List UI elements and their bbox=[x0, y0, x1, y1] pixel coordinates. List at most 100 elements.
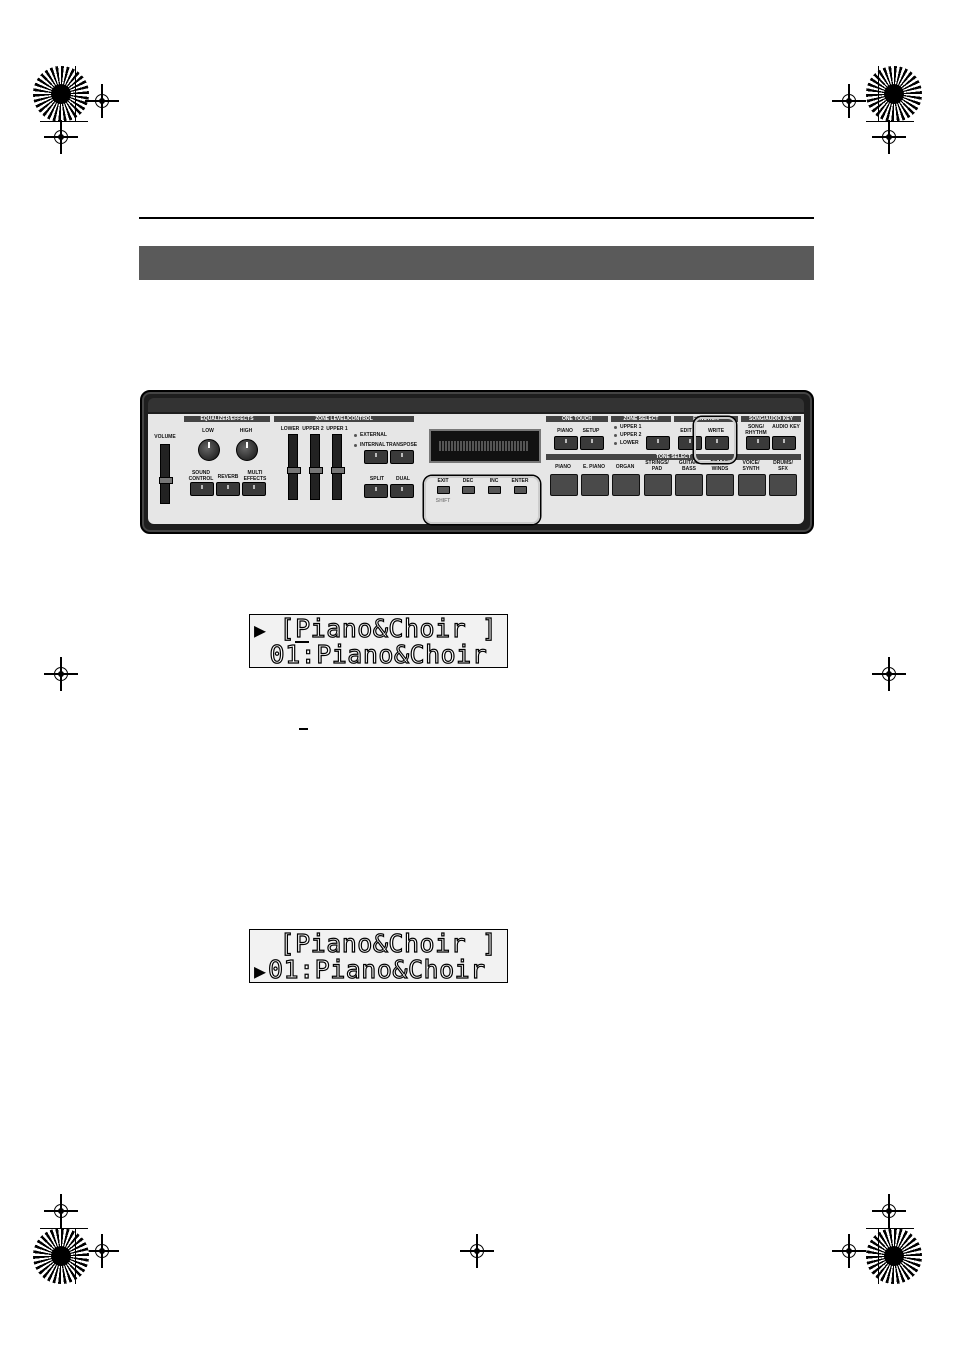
header-rule bbox=[139, 217, 814, 219]
crop-line bbox=[40, 1228, 88, 1229]
panel-top-strip bbox=[148, 398, 804, 412]
tone-label: BRASS/ WINDS bbox=[710, 460, 730, 472]
upper1-slider bbox=[331, 434, 345, 500]
small-dash-mark bbox=[299, 728, 308, 730]
section-title-band bbox=[139, 246, 814, 280]
edit-button bbox=[678, 436, 702, 450]
crosshair-mark bbox=[44, 120, 78, 154]
panel-face: VOLUME EQUALIZER/EFFECTS LOW HIGH SOUND … bbox=[148, 414, 804, 524]
lcd-display-2: [Piano&Choir ] ▶ 01:Piano&Choir bbox=[249, 929, 508, 984]
crosshair-mark bbox=[872, 1194, 906, 1228]
reverb-label: REVERB bbox=[217, 474, 239, 480]
tone-label: ORGAN bbox=[615, 464, 635, 470]
registration-sun-bottom-right bbox=[866, 1228, 922, 1284]
song-audio-key-header: SONG/AUDIO KEY bbox=[741, 416, 801, 422]
crosshair-mark bbox=[872, 657, 906, 691]
exit-label: EXIT bbox=[437, 478, 449, 484]
lcd-line-1: [Piano&Choir ] bbox=[264, 614, 498, 643]
enter-button bbox=[514, 486, 527, 494]
split-button bbox=[364, 484, 388, 498]
split-label: SPLIT bbox=[369, 476, 385, 482]
external-led bbox=[354, 434, 357, 437]
dec-label: DEC bbox=[462, 478, 474, 484]
registration-sun-top-right bbox=[866, 66, 922, 122]
reverb-button bbox=[216, 482, 240, 496]
transpose-button bbox=[390, 450, 414, 464]
crop-line bbox=[878, 1228, 879, 1284]
write-button-highlight bbox=[694, 417, 736, 463]
tone-epiano-button bbox=[581, 474, 609, 496]
crop-line bbox=[75, 66, 76, 122]
internal-button bbox=[364, 450, 388, 464]
audio-key-label: AUDIO KEY bbox=[772, 424, 800, 430]
zone-slider-label-lower: LOWER bbox=[280, 426, 300, 432]
internal-label: INTERNAL bbox=[360, 442, 386, 448]
zone-slider-label-upper2: UPPER 2 bbox=[302, 426, 324, 432]
high-knob-label: HIGH bbox=[239, 428, 253, 434]
tone-label: GUITAR/ BASS bbox=[678, 460, 700, 472]
sound-control-label: SOUND CONTROL bbox=[188, 470, 214, 482]
tone-label: VOICE/ SYNTH bbox=[742, 460, 760, 472]
dec-button bbox=[462, 486, 475, 494]
edit-cursor-underline bbox=[295, 641, 309, 643]
registration-sun-top-left bbox=[33, 66, 89, 122]
volume-label: VOLUME bbox=[154, 434, 176, 440]
write-button bbox=[705, 436, 729, 450]
one-touch-header: ONE TOUCH bbox=[546, 416, 608, 422]
crop-line bbox=[878, 66, 879, 122]
song-rhythm-label: SONG/ RHYTHM bbox=[745, 424, 767, 436]
crosshair-mark bbox=[460, 1234, 494, 1268]
lower-led bbox=[614, 442, 617, 445]
lcd-line-1: [Piano&Choir ] bbox=[264, 929, 498, 958]
crosshair-mark bbox=[85, 84, 119, 118]
lcd-display-1: ▶ [Piano&Choir ] 01:Piano&Choir bbox=[249, 614, 508, 669]
one-touch-piano-button bbox=[554, 436, 578, 450]
crop-line bbox=[40, 121, 88, 122]
external-label: EXTERNAL bbox=[360, 432, 387, 438]
crosshair-mark bbox=[85, 1234, 119, 1268]
one-touch-setup-button bbox=[580, 436, 604, 450]
low-knob-label: LOW bbox=[202, 428, 214, 434]
exit-button bbox=[437, 486, 450, 494]
high-knob bbox=[236, 439, 258, 461]
upper1-led bbox=[614, 426, 617, 429]
zone-upper2-label: UPPER 2 bbox=[620, 432, 642, 438]
zone-select-header: ZONE SELECT bbox=[611, 416, 671, 422]
tone-voice-synth-button bbox=[738, 474, 766, 496]
cursor-arrow-icon: ▶ bbox=[254, 959, 267, 983]
zone-slider-label-upper1: UPPER 1 bbox=[326, 426, 348, 432]
enter-label: ENTER bbox=[511, 478, 529, 484]
dual-button bbox=[390, 484, 414, 498]
shift-label: SHIFT bbox=[435, 498, 451, 504]
function-header: FUNCTION bbox=[674, 416, 738, 422]
multi-effects-button bbox=[242, 482, 266, 496]
registration-sun-bottom-left bbox=[33, 1228, 89, 1284]
transpose-label: TRANSPOSE bbox=[386, 442, 418, 448]
internal-led bbox=[354, 444, 357, 447]
tone-label: PIANO bbox=[555, 464, 571, 470]
dual-label: DUAL bbox=[396, 476, 410, 482]
audio-key-button bbox=[772, 436, 796, 450]
equalizer-effects-header: EQUALIZER/EFFECTS bbox=[184, 416, 270, 422]
panel-display bbox=[429, 429, 541, 463]
zone-lower-label: LOWER bbox=[620, 440, 639, 446]
crosshair-mark bbox=[872, 120, 906, 154]
zone-select-button bbox=[646, 436, 670, 450]
tone-organ-button bbox=[612, 474, 640, 496]
tone-label: STRINGS/ PAD bbox=[645, 460, 669, 472]
inc-button bbox=[488, 486, 501, 494]
tone-label: E. PIANO bbox=[583, 464, 605, 470]
song-rhythm-button bbox=[746, 436, 770, 450]
tone-select-header: TONE SELECT bbox=[546, 454, 801, 460]
inc-label: INC bbox=[489, 478, 499, 484]
lcd-line-2: 01:Piano&Choir bbox=[267, 955, 486, 984]
upper2-slider bbox=[309, 434, 323, 500]
volume-slider bbox=[159, 444, 173, 504]
zone-upper1-label: UPPER 1 bbox=[620, 424, 642, 430]
one-touch-piano-label: PIANO bbox=[557, 428, 573, 434]
tone-strings-pad-button bbox=[644, 474, 672, 496]
instrument-panel-illustration: VOLUME EQUALIZER/EFFECTS LOW HIGH SOUND … bbox=[140, 390, 814, 534]
tone-label: DRUMS/ SFX bbox=[773, 460, 793, 472]
crosshair-mark bbox=[44, 1194, 78, 1228]
one-touch-setup-label: SETUP bbox=[582, 428, 600, 434]
